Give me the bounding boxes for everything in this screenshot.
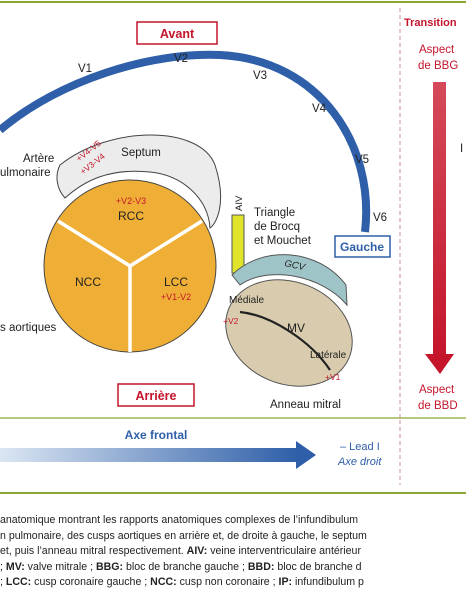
caption-text: cusp coronaire gauche ;: [31, 576, 151, 589]
caption-text: valve mitrale ;: [24, 560, 96, 573]
cusp-divider-1: [57, 219, 131, 268]
gcv-vein: [231, 254, 348, 307]
caption-line-5: ; LCC: cusp coronaire gauche ; NCC: cusp…: [0, 575, 466, 591]
caption-text: bloc de branche gauche ;: [123, 560, 248, 573]
arriere-box: [117, 383, 195, 407]
transition-label: Transition: [404, 17, 457, 29]
lead-v2: V2: [174, 53, 188, 65]
caption-line-3: et, puis l’anneau mitral respectivement.…: [0, 544, 466, 560]
caption-abbr-mv: MV:: [5, 560, 25, 573]
lcc-label: LCC: [164, 275, 188, 289]
lead-v6: V6: [373, 212, 387, 224]
caption-line-2: n pulmonaire, des cusps aortiques en arr…: [0, 529, 367, 542]
v2-red-label: +V2: [223, 316, 239, 326]
aiv-label: AIV: [234, 195, 245, 211]
lead-v4: V4: [312, 103, 327, 115]
red-arrow-head: [425, 354, 454, 374]
caption-abbr-ip: IP:: [278, 576, 293, 589]
blue-arrow-shaft: [0, 448, 298, 462]
rcc-leads: +V2-V3: [116, 196, 146, 206]
red-arrow-shaft: [433, 82, 446, 358]
mitral-closure-line: [239, 310, 331, 371]
gcv-label: GCV: [283, 258, 307, 273]
axe-droit-label: Axe droit: [337, 456, 382, 468]
transition-mid-label: I: [460, 143, 463, 155]
aortic-cusps-label: s aortiques: [0, 322, 57, 334]
avant-label: Avant: [160, 27, 195, 41]
lead-v1: V1: [78, 63, 92, 75]
caption-line-4: ; MV: valve mitrale ; BBG: bloc de branc…: [0, 560, 466, 576]
caption-text: ;: [0, 576, 6, 589]
artere-label-2: ulmonaire: [0, 167, 51, 179]
aspect-bbg-line-2: de BBG: [418, 60, 458, 72]
caption-abbr-aiv: AIV:: [186, 545, 208, 558]
avant-box: [136, 21, 218, 45]
ncc-label: NCC: [75, 275, 101, 289]
precordial-arc: [0, 50, 371, 233]
axe-frontal-label: Axe frontal: [125, 428, 188, 442]
caption-text: cusp non coronaire ;: [176, 576, 279, 589]
septum-shape: [56, 134, 222, 229]
lcc-leads: +V1-V2: [161, 292, 191, 302]
mitral-annulus: [225, 279, 353, 387]
caption-text: et, puis l’anneau mitral respectivement.: [0, 545, 187, 558]
triangle-label-3: et Mouchet: [254, 235, 312, 247]
mediale-label: Médiale: [229, 295, 264, 306]
caption-abbr-ncc: NCC:: [150, 576, 177, 589]
blue-arrow-head: [296, 441, 316, 469]
figure-caption: anatomique montrant les rapports anatomi…: [0, 513, 466, 591]
anneau-label: Anneau mitral: [270, 399, 341, 411]
aspect-bbd-line-1: Aspect: [419, 384, 455, 396]
caption-abbr-lcc: LCC:: [5, 576, 32, 589]
cusp-divider-2: [129, 219, 203, 268]
septum-label: Septum: [121, 147, 161, 159]
caption-text: infundibulum p: [292, 576, 364, 589]
aiv-vein: [231, 214, 245, 274]
caption-text: bloc de branche d: [274, 560, 362, 573]
lead-i-label: – Lead I: [340, 441, 380, 453]
lead-v3: V3: [253, 70, 267, 82]
artere-label-1: Artère: [23, 153, 54, 165]
arriere-label: Arrière: [136, 389, 177, 403]
aspect-bbd-line-2: de BBD: [418, 400, 458, 412]
triangle-label-2: de Brocq: [254, 221, 300, 233]
mv-label: MV: [287, 321, 305, 335]
laterale-label: Latérale: [310, 350, 347, 361]
caption-text: ;: [0, 560, 6, 573]
caption-line-1: anatomique montrant les rapports anatomi…: [0, 514, 359, 526]
caption-text: veine interventriculaire antérieur: [207, 545, 361, 558]
lead-v5: V5: [355, 154, 369, 166]
gauche-label: Gauche: [340, 240, 384, 254]
v1-red-label: +V1: [325, 372, 341, 382]
caption-abbr-bbd: BBD:: [247, 560, 275, 573]
gauche-box: [334, 235, 391, 258]
caption-abbr-bbg: BBG:: [95, 560, 124, 573]
triangle-label-1: Triangle: [254, 207, 295, 219]
aspect-bbg-line-1: Aspect: [419, 44, 455, 56]
rcc-label: RCC: [118, 209, 144, 223]
